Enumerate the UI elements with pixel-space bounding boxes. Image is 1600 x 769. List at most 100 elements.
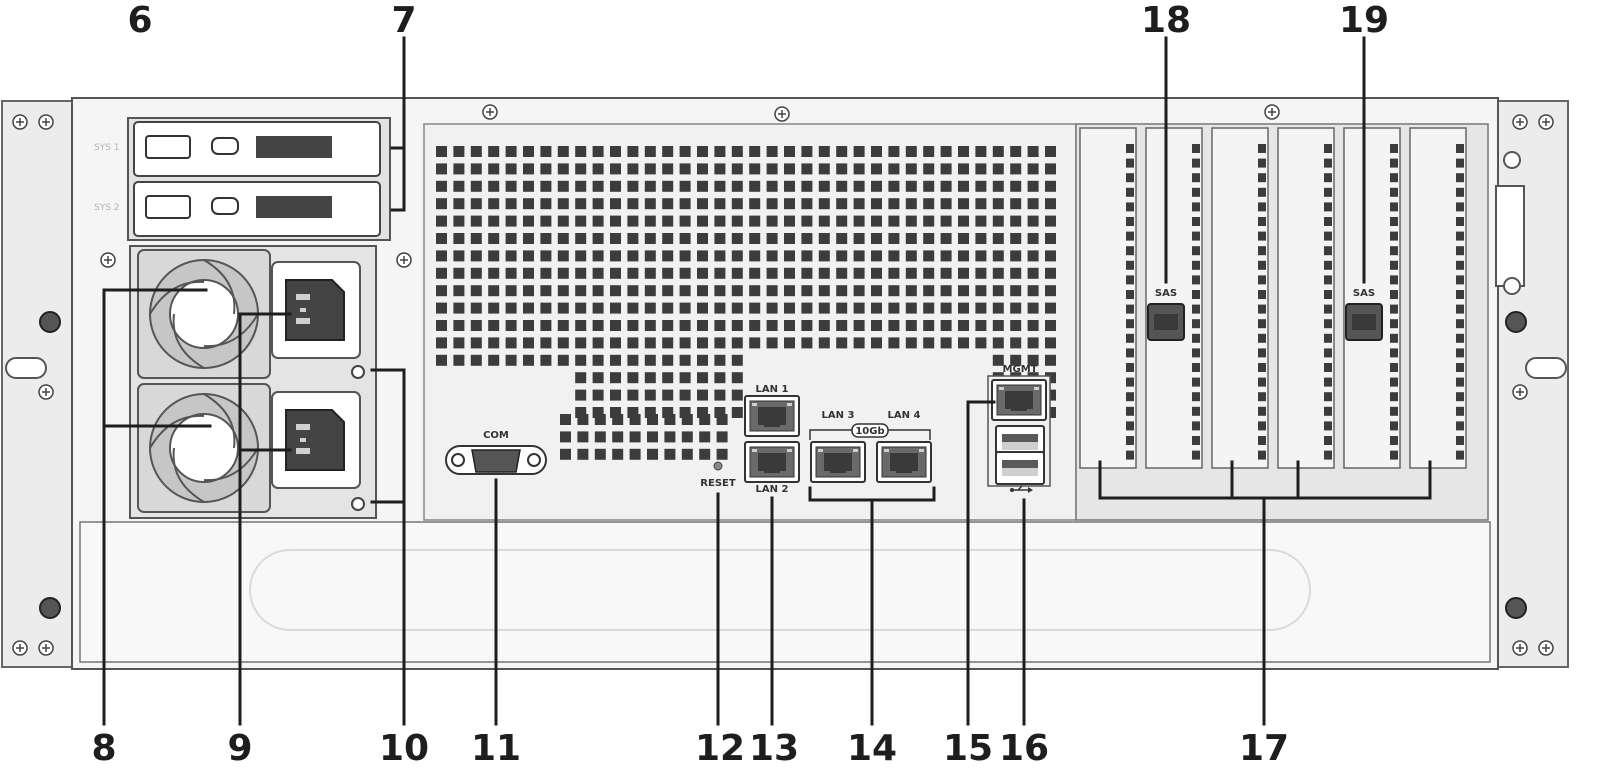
vent-hole xyxy=(470,267,482,279)
ethernet-port-icon[interactable] xyxy=(876,441,932,483)
vent-hole xyxy=(662,267,674,279)
right-ear-bracket xyxy=(1495,151,1525,295)
lan2-label: LAN 2 xyxy=(756,484,789,495)
vent-hole xyxy=(905,267,917,279)
vent-hole xyxy=(577,448,589,460)
vent-hole xyxy=(610,146,621,157)
vent-hole xyxy=(557,267,569,279)
drive-bay-sys2[interactable] xyxy=(133,181,381,237)
vent-hole xyxy=(853,320,865,331)
vent-hole xyxy=(627,337,639,349)
vent-hole xyxy=(592,389,604,401)
vent-hole xyxy=(610,250,621,262)
vent-hole xyxy=(940,267,952,279)
vent-hole xyxy=(610,372,621,384)
ear-slot xyxy=(5,357,47,379)
vent-hole xyxy=(888,285,900,297)
vent-hole xyxy=(731,337,743,349)
vent-hole xyxy=(958,302,969,314)
vent-hole xyxy=(716,414,728,425)
vent-hole xyxy=(818,146,830,157)
ethernet-port-icon[interactable] xyxy=(744,441,800,483)
vent-hole xyxy=(505,163,517,175)
vent-hole xyxy=(749,250,761,262)
vent-hole xyxy=(644,250,656,262)
screw-icon xyxy=(38,384,54,400)
vent-hole xyxy=(836,198,848,210)
screw-icon xyxy=(1538,640,1554,656)
vent-hole xyxy=(627,180,639,192)
vent-hole xyxy=(836,302,848,314)
vent-hole xyxy=(610,407,621,418)
vent-hole xyxy=(871,180,882,192)
vent-hole xyxy=(853,267,865,279)
vent-hole xyxy=(801,320,813,331)
pcie-slot[interactable] xyxy=(1277,127,1335,469)
vent-hole xyxy=(992,285,1004,297)
ethernet-port-icon[interactable] xyxy=(810,441,866,483)
vent-hole xyxy=(627,354,639,366)
vent-hole xyxy=(697,163,708,175)
vent-hole xyxy=(766,215,778,227)
vent-hole xyxy=(575,146,587,157)
vent-hole xyxy=(871,198,882,210)
drive-bay-sys1[interactable] xyxy=(133,121,381,177)
pcie-slot[interactable] xyxy=(1211,127,1269,469)
vent-hole xyxy=(905,250,917,262)
psu-led xyxy=(351,365,365,379)
pcie-slot[interactable] xyxy=(1409,127,1467,469)
power-socket-icon[interactable] xyxy=(271,391,361,489)
vent-hole xyxy=(818,163,830,175)
sas-card-1[interactable]: SAS xyxy=(1147,288,1185,341)
vent-hole xyxy=(647,448,658,460)
vent-hole xyxy=(697,180,708,192)
psu-1[interactable] xyxy=(137,249,365,379)
vent-hole xyxy=(540,180,552,192)
drive-latch[interactable] xyxy=(145,195,191,219)
10gb-label: 10Gb xyxy=(855,426,884,437)
com-port[interactable]: COM xyxy=(445,430,547,475)
vent-hole xyxy=(766,180,778,192)
vent-hole xyxy=(714,372,726,384)
vent-hole xyxy=(714,180,726,192)
vent-hole xyxy=(714,163,726,175)
callout-15: 15 xyxy=(943,728,993,769)
vent-hole xyxy=(610,215,621,227)
mgmt-label: MGMT xyxy=(1003,364,1038,375)
pcie-slot[interactable] xyxy=(1145,127,1203,469)
vent-hole xyxy=(1010,320,1022,331)
vent-hole xyxy=(853,250,865,262)
vent-hole xyxy=(557,302,569,314)
drive-latch[interactable] xyxy=(145,135,191,159)
screw-icon xyxy=(38,640,54,656)
sas-card-2[interactable]: SAS xyxy=(1345,288,1383,341)
vent-hole xyxy=(664,448,676,460)
vent-hole xyxy=(523,267,534,279)
ethernet-port-icon[interactable] xyxy=(744,395,800,437)
vent-hole xyxy=(662,215,674,227)
usb-port[interactable] xyxy=(995,451,1045,485)
pcie-slot[interactable] xyxy=(1343,127,1401,469)
vent-hole xyxy=(557,215,569,227)
vent-hole xyxy=(992,146,1004,157)
pcie-slot[interactable] xyxy=(1079,127,1137,469)
vent-hole xyxy=(662,180,674,192)
vent-hole xyxy=(923,215,935,227)
vent-hole xyxy=(888,163,900,175)
vent-hole xyxy=(629,431,641,443)
vent-hole xyxy=(592,372,604,384)
callout-19: 19 xyxy=(1339,0,1389,41)
psu-2[interactable] xyxy=(137,383,365,513)
vent-hole xyxy=(975,337,987,349)
lan3-label: LAN 3 xyxy=(822,410,855,421)
vent-hole xyxy=(697,215,708,227)
vent-hole xyxy=(853,215,865,227)
vent-hole xyxy=(958,250,969,262)
vent-hole xyxy=(871,302,882,314)
power-socket-icon[interactable] xyxy=(271,261,361,359)
ethernet-port-icon[interactable] xyxy=(991,379,1047,421)
vent-hole xyxy=(697,337,708,349)
reset-button[interactable]: RESET xyxy=(700,461,736,489)
vent-hole xyxy=(871,146,882,157)
vent-hole xyxy=(629,448,641,460)
